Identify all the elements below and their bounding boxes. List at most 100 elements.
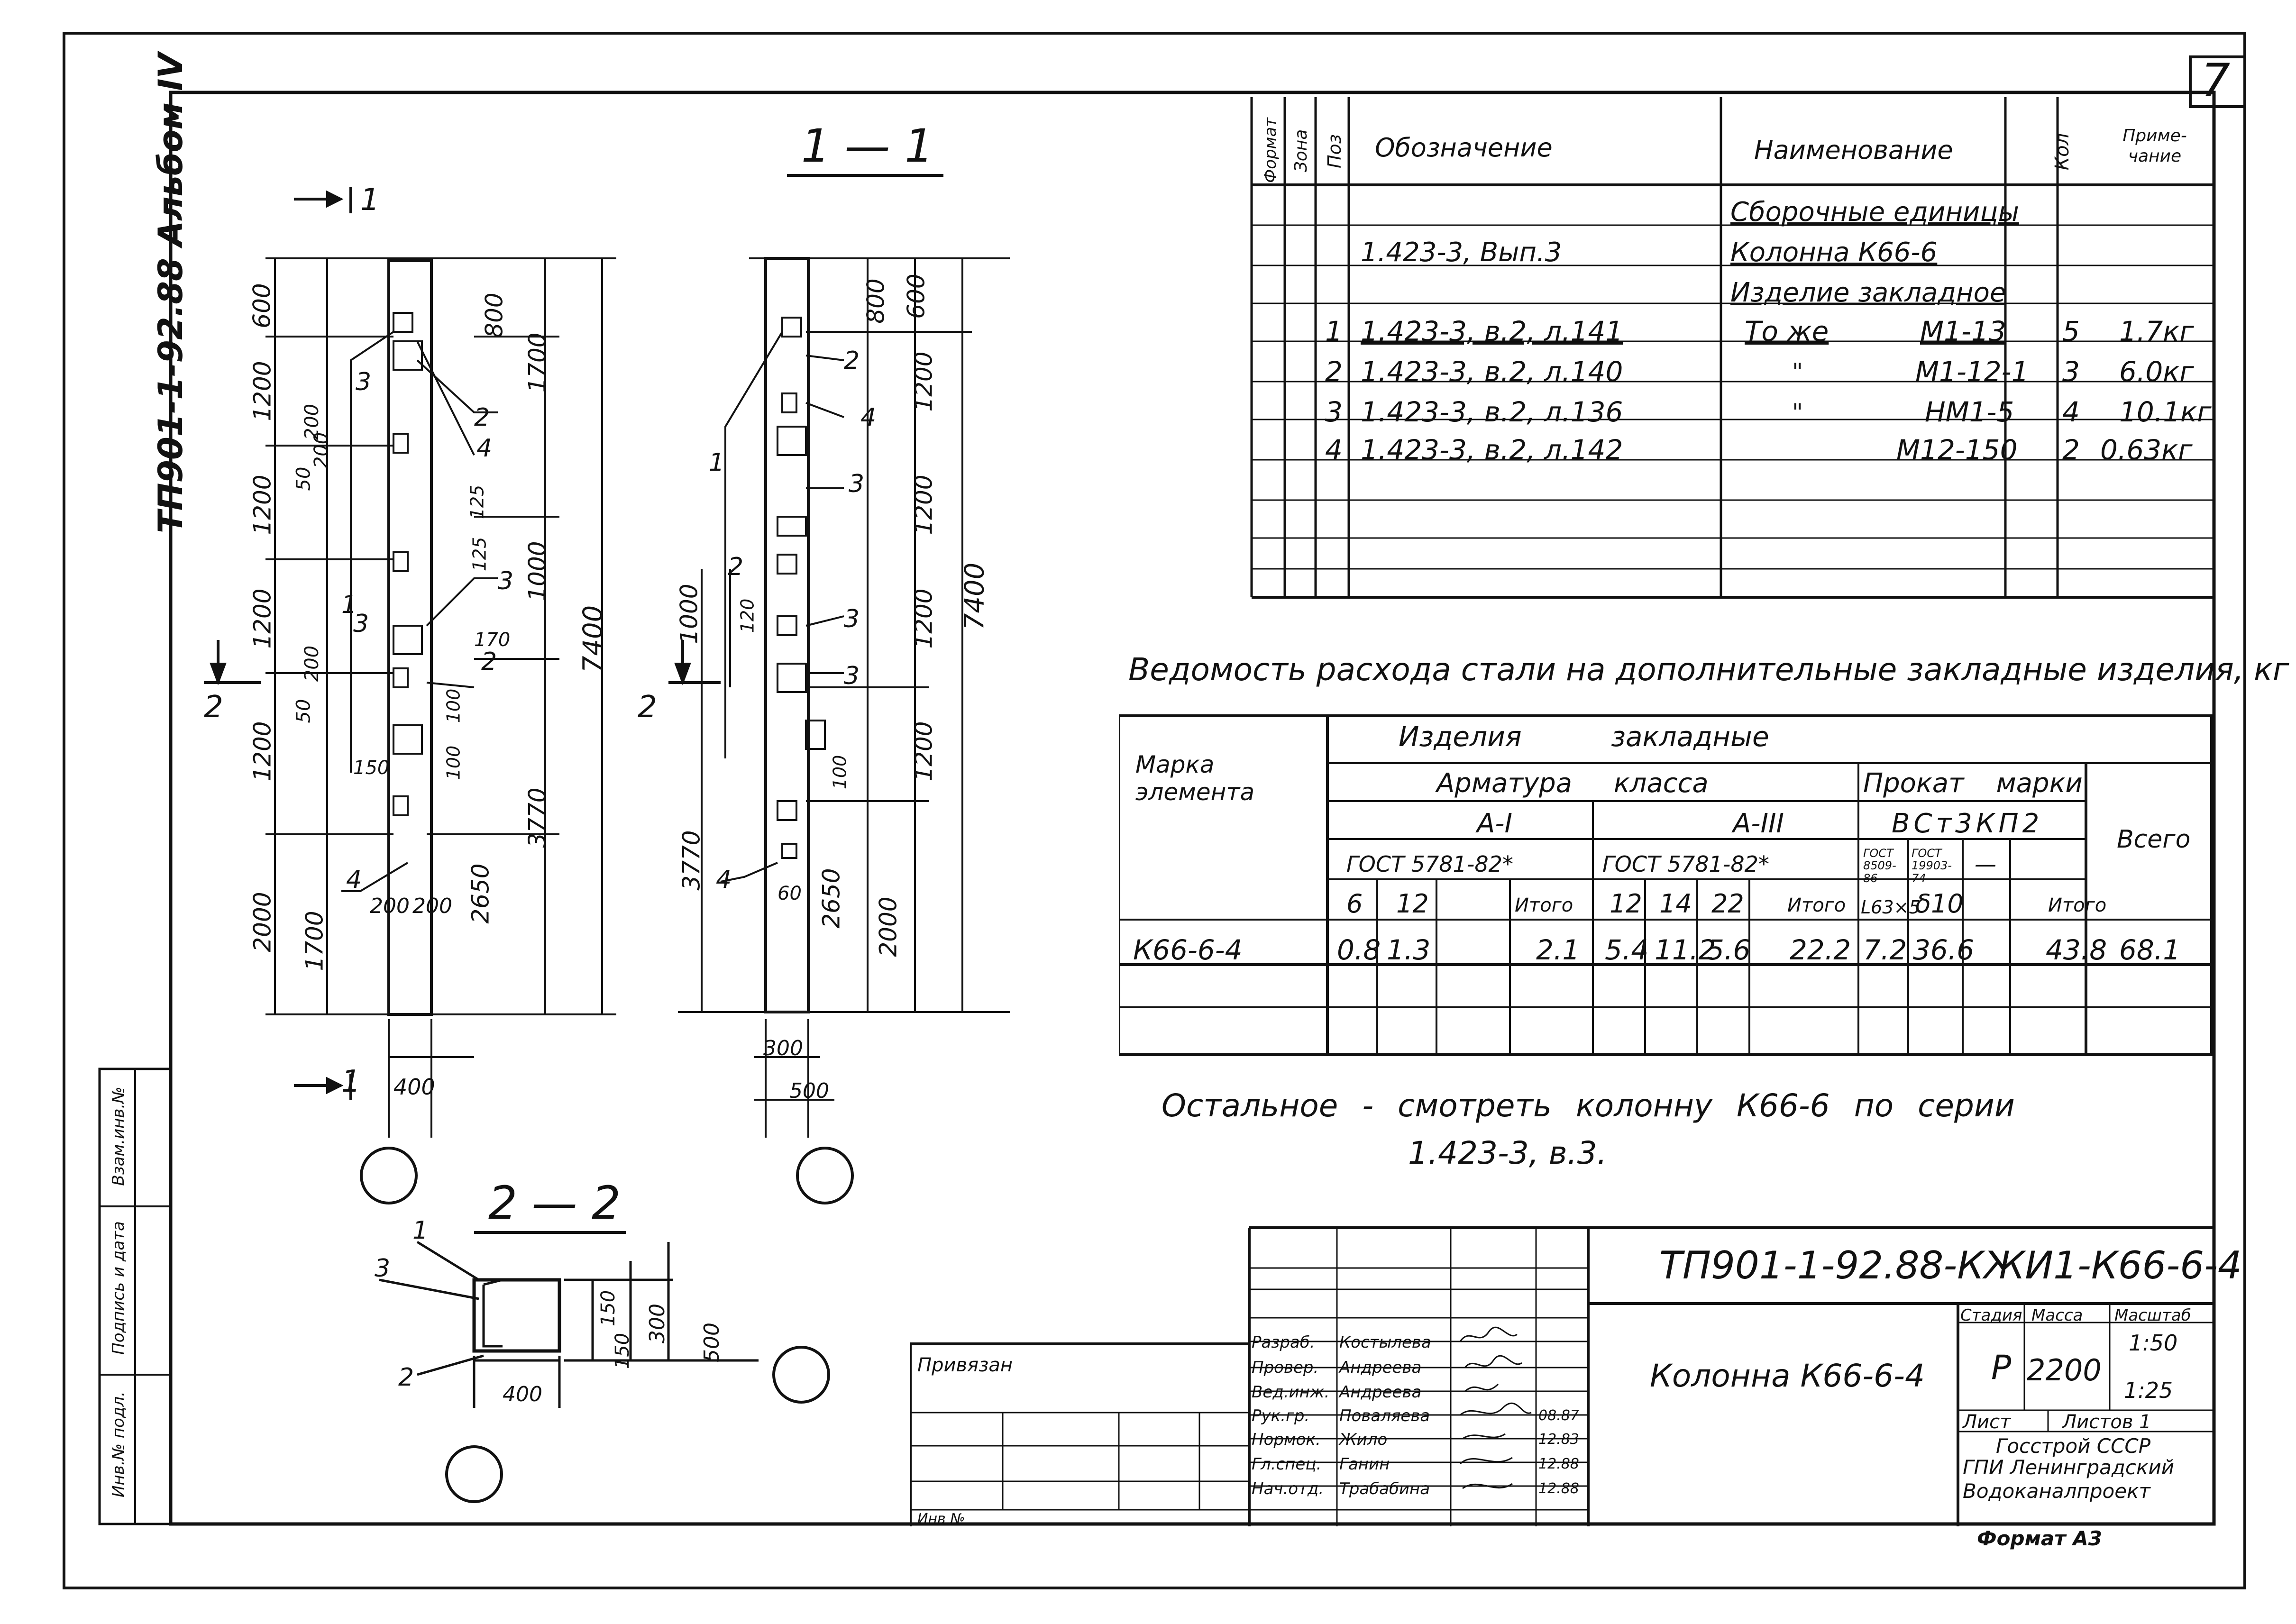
steel-row-mark: К66-6-4	[1133, 934, 1243, 966]
dim-right-500: 500	[789, 1079, 829, 1103]
cut-2-left-mark: 2	[204, 690, 223, 725]
steel-row-angle: 7.2	[1863, 934, 1907, 966]
spec-row-4-qty: 2	[2062, 434, 2080, 466]
cut-2-right-mark: 2	[638, 690, 657, 725]
steel-sub-12-a3: 12	[1610, 889, 1642, 919]
dim-left-7400: 7400	[577, 605, 609, 673]
title-block-org-2: ГПИ Ленинградский	[1963, 1456, 2174, 1479]
dim-left-2650: 2650	[467, 863, 494, 924]
dim-left-200-a: 200	[370, 894, 410, 918]
sig-role-4: Рук.гр.	[1252, 1406, 1310, 1425]
steel-row-plate: 36.6	[1913, 934, 1975, 966]
title-block-scale-label: Масштаб	[2114, 1306, 2191, 1325]
steel-row-a3-22: 5.6	[1707, 934, 1751, 966]
sig-role-1: Разраб.	[1252, 1333, 1315, 1352]
sig-role-2: Провер.	[1252, 1358, 1319, 1377]
steel-sub-14: 14	[1659, 889, 1692, 919]
steel-sub-itogo-a1: Итого	[1515, 894, 1573, 916]
spec-header-name: Наименование	[1754, 135, 1953, 165]
dim-left-100-b: 100	[443, 745, 464, 780]
steel-row-a3-12: 5.4	[1605, 934, 1649, 966]
dim-right-1200-b: 1200	[910, 474, 938, 535]
spec-row-3-note: 10.1кг	[2119, 396, 2212, 428]
title-block-org-1: Госстрой СССР	[1996, 1434, 2151, 1458]
spec-row-2-designation: 1.423-3, в.2, л.140	[1361, 356, 1623, 388]
dim-left-1700-bottom: 1700	[301, 911, 329, 971]
steel-class-a1: А-I	[1477, 808, 1513, 839]
spec-row-4-name: М12-150	[1896, 434, 2018, 466]
sec22-dim-150-a: 150	[597, 1290, 620, 1327]
dim-right-3770: 3770	[677, 830, 705, 891]
callout-pos-2-right-mid: 2	[728, 553, 744, 581]
spec-row-2-prefix: "	[1792, 358, 1803, 386]
cut-1-top-mark: 1	[360, 182, 380, 218]
spec-header-zone: Зона	[1291, 129, 1311, 173]
section-2-2-title: 2 — 2	[488, 1177, 621, 1230]
sig-date-4: 08.87	[1538, 1407, 1579, 1424]
dim-left-1000: 1000	[523, 541, 551, 602]
callout-pos-4-right-bottom: 4	[716, 866, 732, 894]
dim-left-1200-b: 1200	[248, 474, 276, 535]
steel-row-a1-6: 0.8	[1337, 934, 1381, 966]
callout-pos-3-left-low: 3	[353, 610, 369, 638]
spec-row-4-note: 0.63кг	[2100, 434, 2193, 466]
dim-right-1200-a: 1200	[910, 351, 938, 412]
sig-name-5: Жило	[1339, 1430, 1388, 1449]
title-block-code: ТП901-1-92.88-КЖИ1-К66-6-4	[1659, 1243, 2242, 1287]
title-block-scale-2: 1:25	[2124, 1378, 2173, 1403]
steel-sub-12-a1: 12	[1396, 889, 1429, 919]
section-1-1-underline	[787, 174, 943, 177]
callout-pos-2-left-low: 2	[481, 648, 497, 676]
dim-right-1000: 1000	[675, 584, 703, 644]
sheet-number: 7	[2201, 54, 2231, 107]
dim-right-600: 600	[902, 274, 930, 319]
sig-role-5: Нормок.	[1252, 1430, 1321, 1449]
steel-sub-itogo-rolled: Итого	[2048, 894, 2107, 916]
spec-row-3-name: НМ1-5	[1925, 396, 2014, 428]
spec-header-designation: Обозначение	[1375, 133, 1553, 163]
sig-name-6: Ганин	[1339, 1455, 1390, 1474]
steel-gost-a3: ГОСТ 5781-82*	[1602, 851, 1769, 877]
steel-gost-rolled-2: ГОСТ 19903-74	[1912, 847, 1952, 885]
steel-sub-plate: δ10	[1915, 889, 1964, 919]
dim-left-170: 170	[474, 629, 511, 651]
sig-name-3: Андреева	[1339, 1383, 1422, 1402]
dim-right-300: 300	[763, 1036, 803, 1060]
sig-name-7: Трабабина	[1339, 1479, 1430, 1498]
dim-left-1200-c: 1200	[248, 588, 276, 649]
callout-pos-3-left-top: 3	[356, 368, 372, 396]
spec-header-format: Формат	[1261, 118, 1280, 183]
sec22-dim-400: 400	[503, 1382, 542, 1406]
spec-row-1-pos: 1	[1325, 315, 1343, 347]
sig-role-6: Гл.спец.	[1252, 1455, 1322, 1474]
sec22-dim-300: 300	[645, 1304, 669, 1343]
spec-row-1-name: М1-13	[1920, 315, 2006, 347]
title-block-mass-label: Масса	[2031, 1306, 2083, 1325]
dim-left-800: 800	[480, 292, 508, 338]
title-block-sheets-label: Листов 1	[2062, 1411, 2151, 1433]
title-block-stage-label: Стадия	[1960, 1306, 2022, 1325]
title-block-object-name: Колонна К66-6-4	[1650, 1358, 1925, 1394]
callout-pos-3-right-mid: 3	[844, 605, 860, 633]
sec22-dim-500: 500	[699, 1323, 724, 1362]
sec22-dim-150-b: 150	[612, 1332, 634, 1369]
title-block-mass: 2200	[2027, 1353, 2102, 1387]
dim-right-60: 60	[778, 883, 802, 904]
cut-1-bottom-mark: 1	[341, 1064, 361, 1099]
steel-row-a1-total: 2.1	[1536, 934, 1580, 966]
callout-pos-1-left: 1	[341, 591, 357, 619]
dim-right-120: 120	[737, 598, 758, 633]
dim-left-200-b: 200	[412, 894, 452, 918]
sig-name-4: Поваляева	[1339, 1406, 1430, 1425]
spec-table-grid	[1250, 97, 2214, 599]
spec-row-1-prefix: То же	[1745, 315, 1829, 347]
section-2-2-underline	[474, 1231, 626, 1234]
spec-row-3-pos: 3	[1325, 396, 1343, 428]
dim-right-7400: 7400	[959, 562, 990, 630]
dim-left-1700-top: 1700	[523, 332, 551, 393]
title-block-grid	[910, 1226, 2214, 1526]
title-block-org-3: Водоканалпроект	[1963, 1479, 2150, 1503]
spec-assembly-name: Колонна К66-6	[1730, 237, 1938, 268]
dim-right-2650: 2650	[817, 868, 845, 929]
